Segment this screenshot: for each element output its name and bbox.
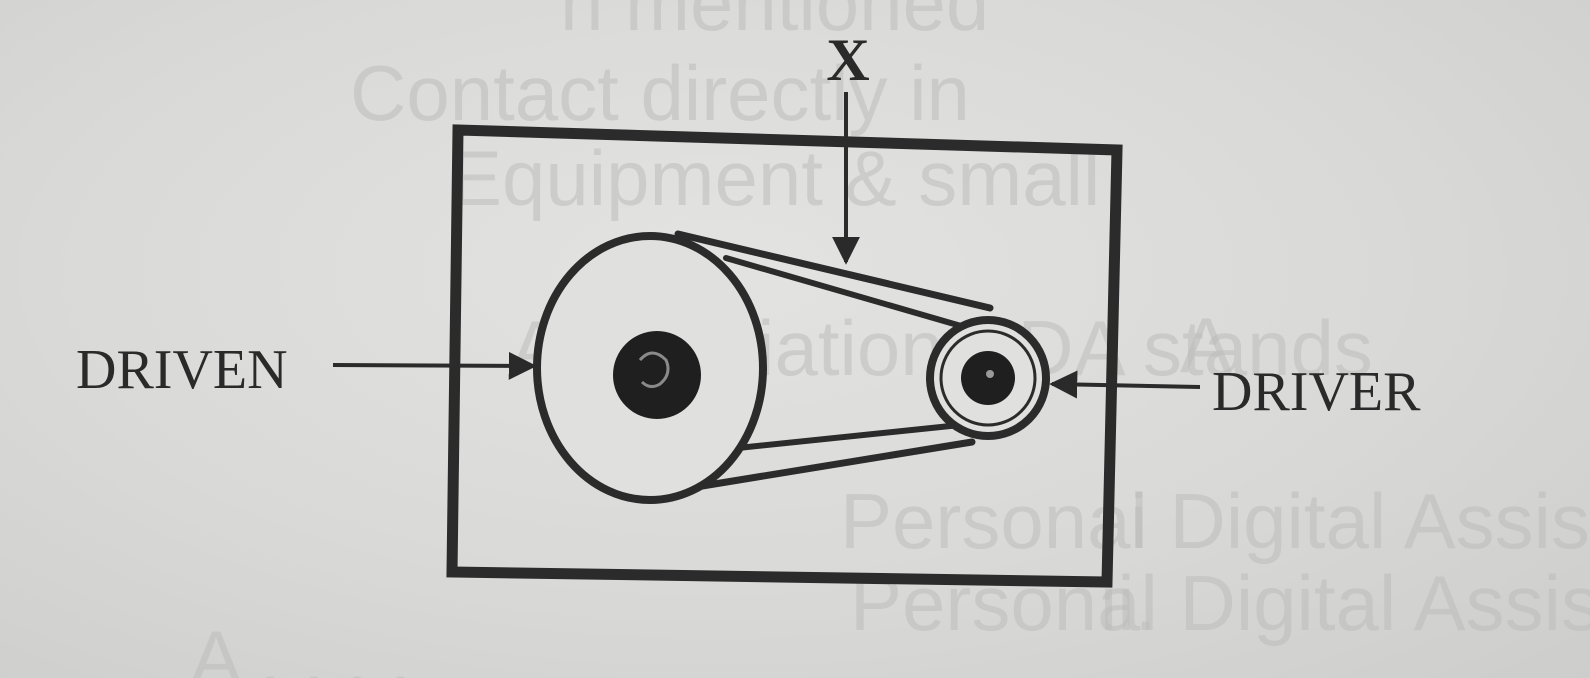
frame-box — [446, 124, 1123, 588]
driven-pulley — [533, 232, 767, 504]
label-driver: DRIVER — [1212, 361, 1421, 423]
ghost-line-5: Personal Digital Assistance. — [840, 477, 1590, 565]
driven-pulley-hub-highlight — [638, 351, 670, 389]
label-driven: DRIVEN — [76, 339, 288, 401]
driver-arrow — [1049, 370, 1201, 399]
ghost-line-8: i — [1130, 477, 1147, 565]
ghost-line-2: Contact directly in — [350, 49, 970, 137]
belt-upper-inner — [723, 255, 971, 331]
ghost-line-6: Personal Digital Assistant — [850, 559, 1590, 647]
belt-upper-outer — [674, 230, 994, 312]
label-x: X — [826, 27, 869, 93]
driven-arrow — [332, 351, 537, 380]
ghost-line-1: n mentioned — [560, 0, 989, 47]
belt-lower-inner — [735, 422, 963, 451]
driver-pulley-inner-rim — [939, 329, 1037, 427]
driven-pulley-hub — [613, 331, 701, 419]
driver-pulley-hub-highlight — [986, 370, 994, 378]
belt — [674, 230, 994, 492]
ghost-line-7: A — [1180, 301, 1232, 389]
driver-pulley-hub — [961, 351, 1015, 405]
ghost-line-10: A , , , , — [190, 614, 411, 678]
belt-lower-outer — [686, 438, 976, 492]
driver-pulley — [926, 316, 1050, 440]
